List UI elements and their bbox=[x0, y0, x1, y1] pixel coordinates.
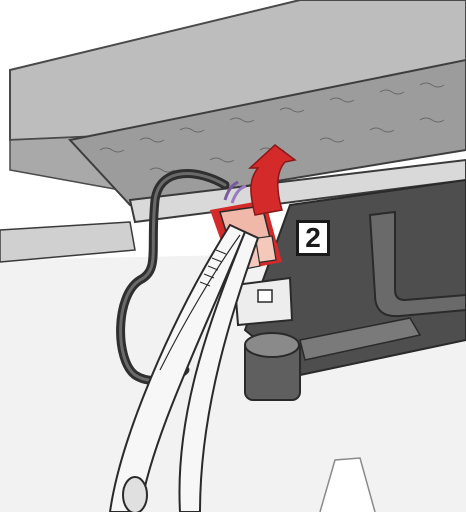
step-number-label: 2 bbox=[296, 220, 330, 256]
cylinder-top bbox=[245, 333, 299, 357]
pliers-pivot bbox=[123, 477, 147, 512]
connector-latch bbox=[258, 290, 272, 302]
